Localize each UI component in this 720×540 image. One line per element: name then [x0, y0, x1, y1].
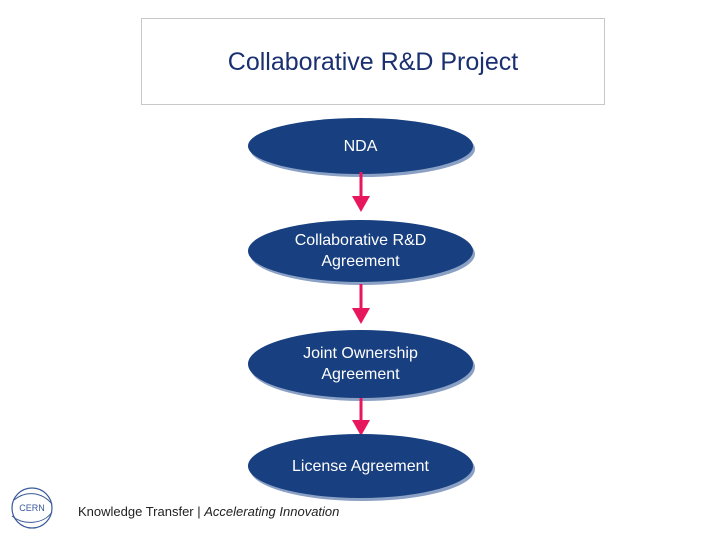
diagram-title: Collaborative R&D Project [227, 47, 519, 76]
node-collaborative-agreement-label: Collaborative R&D Agreement [294, 232, 427, 270]
footer-right: Accelerating Innovation [204, 504, 340, 519]
node-license: License Agreement [248, 434, 473, 498]
cern-logo: CERN [11, 487, 53, 529]
footer-left: Knowledge Transfer | [78, 504, 201, 519]
arrow-1 [352, 172, 370, 212]
arrow-3 [352, 398, 370, 436]
node-joint-ownership-label: Joint Ownership Agreement [303, 345, 418, 383]
node-joint-ownership: Joint Ownership Agreement [248, 330, 473, 398]
node-nda: NDA [248, 118, 473, 174]
arrow-2 [352, 284, 370, 324]
node-collaborative-agreement: Collaborative R&D Agreement [248, 220, 473, 282]
cern-logo-text: CERN [19, 503, 45, 513]
node-nda-label: NDA [343, 137, 378, 155]
footer: Knowledge Transfer | Accelerating Innova… [78, 504, 339, 519]
title-box: Collaborative R&D Project [141, 18, 605, 105]
node-license-label: License Agreement [292, 457, 429, 475]
